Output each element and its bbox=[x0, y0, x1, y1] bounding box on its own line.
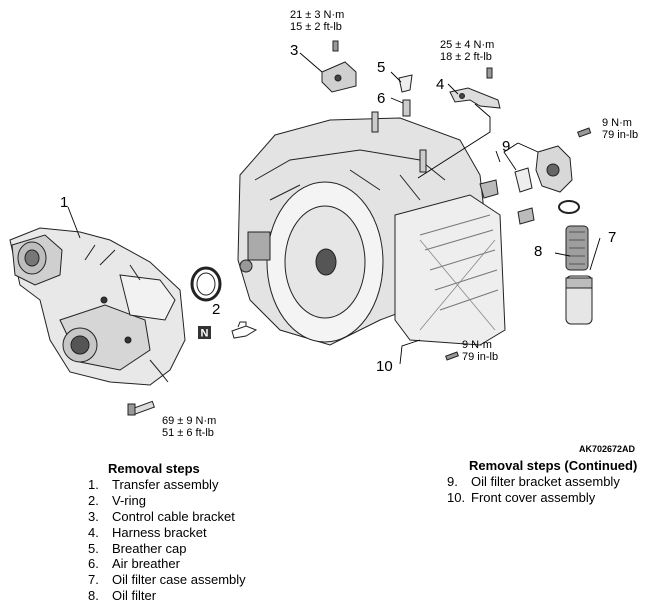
grease-apply-icon bbox=[231, 321, 258, 339]
torque-3-ftlb: 15 ± 2 ft-lb bbox=[290, 21, 342, 33]
list-item: 4. Harness bracket bbox=[88, 525, 246, 541]
callout-3: 3 bbox=[290, 42, 298, 59]
step-text: Transfer assembly bbox=[112, 476, 219, 492]
list-item: 7. Oil filter case assembly bbox=[88, 572, 246, 588]
step-text: Breather cap bbox=[112, 540, 187, 556]
figure-code: AK702672AD bbox=[579, 444, 636, 454]
exploded-view-diagram: N 1 2 3 4 5 6 7 8 9 10 21 ± 3 N·m 15 ± 2… bbox=[9, 9, 638, 454]
removal-steps-list: Removal steps 1. Transfer assembly 2. V-ri… bbox=[88, 461, 246, 604]
air-breather-drawing bbox=[402, 99, 411, 117]
step-number: 1. bbox=[88, 476, 99, 492]
front-cover-bolt bbox=[445, 351, 459, 361]
step-number: 10. bbox=[447, 489, 466, 505]
transfer-assembly-drawing bbox=[9, 227, 186, 386]
leader-lines bbox=[67, 52, 601, 365]
transaxle-housing-drawing bbox=[237, 111, 506, 346]
new-part-symbol: N bbox=[198, 326, 211, 340]
callout-10: 10 bbox=[376, 358, 393, 375]
torque-1-ftlb: 51 ± 6 ft-lb bbox=[162, 427, 214, 439]
callout-9: 9 bbox=[502, 138, 510, 155]
oil-filter-drawing bbox=[565, 225, 589, 271]
o-ring-drawing bbox=[558, 200, 580, 214]
v-ring-drawing bbox=[190, 266, 222, 302]
step-text: Oil filter bracket assembly bbox=[471, 473, 620, 489]
torque-9-inlb: 79 in-lb bbox=[602, 129, 638, 141]
callout-8: 8 bbox=[534, 243, 542, 260]
step-text: Front cover assembly bbox=[471, 489, 596, 505]
torque-1-nm: 69 ± 9 N·m bbox=[162, 415, 216, 427]
torque-3-nm: 21 ± 3 N·m bbox=[290, 9, 344, 21]
list-item: 2. V-ring bbox=[88, 493, 246, 509]
transfer-bolt bbox=[127, 400, 156, 416]
list-item: 8. Oil filter bbox=[88, 588, 246, 604]
step-text: V-ring bbox=[112, 492, 146, 508]
torque-4-ftlb: 18 ± 2 ft-lb bbox=[440, 51, 492, 63]
list-item: 10. Front cover assembly bbox=[447, 490, 637, 506]
step-number: 2. bbox=[88, 492, 99, 508]
oil-filter-bracket-drawing bbox=[479, 127, 592, 225]
step-text: Control cable bracket bbox=[112, 508, 235, 524]
list-item: 1. Transfer assembly bbox=[88, 477, 246, 493]
callout-4: 4 bbox=[436, 76, 444, 93]
step-text: Air breather bbox=[112, 556, 180, 572]
torque-9-nm: 9 N·m bbox=[602, 117, 632, 129]
step-text: Oil filter bbox=[112, 588, 157, 604]
torque-10-nm: 9 N·m bbox=[462, 339, 492, 351]
step-number: 9. bbox=[447, 473, 458, 489]
removal-steps-continued-list: Removal steps (Continued) 9. Oil filter b… bbox=[447, 458, 637, 506]
oil-filter-case-drawing bbox=[565, 275, 593, 325]
torque-4-nm: 25 ± 4 N·m bbox=[440, 39, 494, 51]
step-text: Harness bracket bbox=[112, 524, 207, 540]
callout-7: 7 bbox=[608, 229, 616, 246]
step-number: 5. bbox=[88, 540, 99, 556]
removal-steps-title: Removal steps bbox=[108, 461, 200, 476]
list-item: 5. Breather cap bbox=[88, 541, 246, 557]
step-number: 7. bbox=[88, 572, 99, 588]
svg-text:N: N bbox=[201, 328, 209, 340]
list-item: 3. Control cable bracket bbox=[88, 509, 246, 525]
list-item: 6. Air breather bbox=[88, 556, 246, 572]
step-number: 6. bbox=[88, 556, 99, 572]
callout-5: 5 bbox=[377, 59, 385, 76]
callout-6: 6 bbox=[377, 90, 385, 107]
callout-1: 1 bbox=[60, 194, 68, 211]
callout-2: 2 bbox=[212, 301, 220, 318]
step-number: 8. bbox=[88, 588, 99, 604]
step-number: 3. bbox=[88, 508, 99, 524]
harness-bracket-drawing bbox=[449, 67, 501, 109]
breather-cap-drawing bbox=[398, 74, 413, 93]
control-cable-bracket-drawing bbox=[321, 40, 357, 93]
list-item: 9. Oil filter bracket assembly bbox=[447, 474, 637, 490]
step-text: Oil filter case assembly bbox=[112, 572, 246, 588]
removal-steps-continued-title: Removal steps (Continued) bbox=[469, 458, 638, 473]
step-number: 4. bbox=[88, 524, 99, 540]
torque-10-inlb: 79 in-lb bbox=[462, 351, 498, 363]
